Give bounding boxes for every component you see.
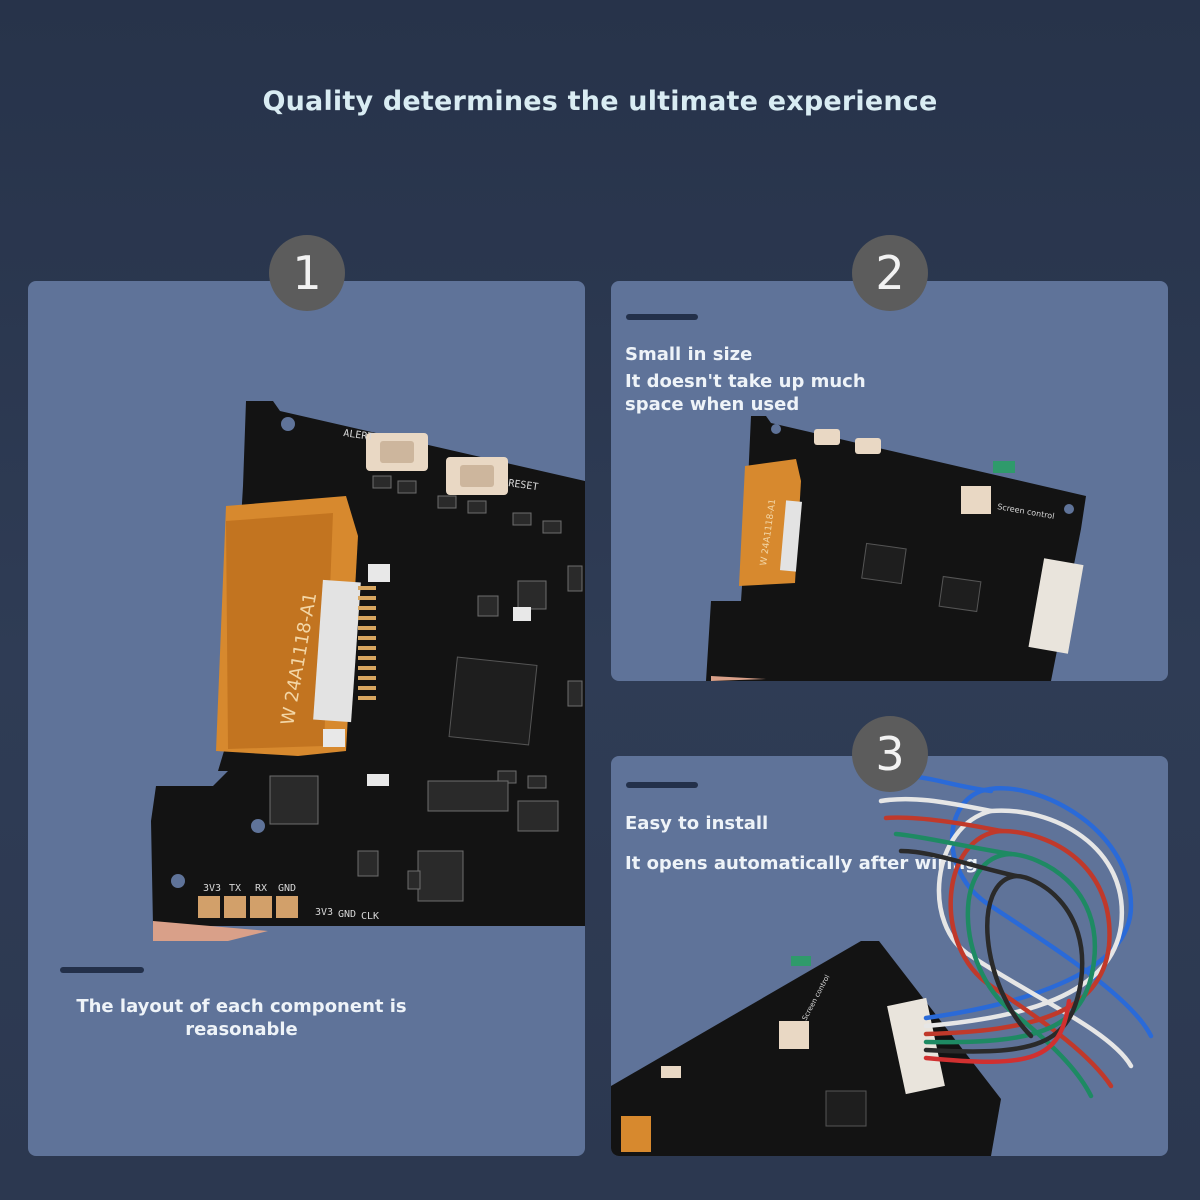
card-3-heading: Easy to install (625, 813, 769, 834)
card-2-line2: space when used (625, 394, 800, 415)
step-badge-3: 3 (852, 716, 928, 792)
feature-card-2: Small in size It doesn't take up much sp… (611, 281, 1168, 681)
card-3-line1: It opens automatically after wiring (625, 853, 979, 874)
pcb-board-image-2: W 24A1118-A1 Screen control (706, 416, 1086, 681)
pin2-label-3v3: 3V3 (315, 907, 333, 918)
page-title: Quality determines the ultimate experien… (262, 86, 938, 117)
pin2-label-gnd: GND (338, 909, 356, 920)
alert-label: ALERT (343, 428, 374, 443)
feature-card-1: ALERT RESET W 24A1118-A1 3V3 TX RX GND 3… (28, 281, 585, 1156)
pin-label-gnd: GND (278, 883, 296, 894)
feature-card-3: Easy to install It opens automatically a… (611, 756, 1168, 1156)
pin-label-3v3: 3V3 (203, 883, 221, 894)
pin-label-rx: RX (255, 883, 267, 894)
card-2-accent-bar (626, 314, 698, 320)
card-1-caption-line2: reasonable (185, 1019, 298, 1040)
step-badge-1: 1 (269, 235, 345, 311)
step-badge-2: 2 (852, 235, 928, 311)
card-3-accent-bar (626, 782, 698, 788)
card-1-accent-bar (60, 967, 144, 973)
pin2-label-clk: CLK (361, 911, 379, 922)
pcb-board-image-1: ALERT RESET W 24A1118-A1 3V3 TX RX GND 3… (151, 401, 585, 941)
card-2-heading: Small in size (625, 344, 753, 365)
card-2-line1: It doesn't take up much (625, 371, 866, 392)
pcb-board-image-3: Screen control (611, 773, 1154, 1156)
card-1-caption-line1: The layout of each component is (76, 996, 407, 1017)
pin-label-tx: TX (229, 883, 241, 894)
reset-label: RESET (508, 478, 539, 493)
